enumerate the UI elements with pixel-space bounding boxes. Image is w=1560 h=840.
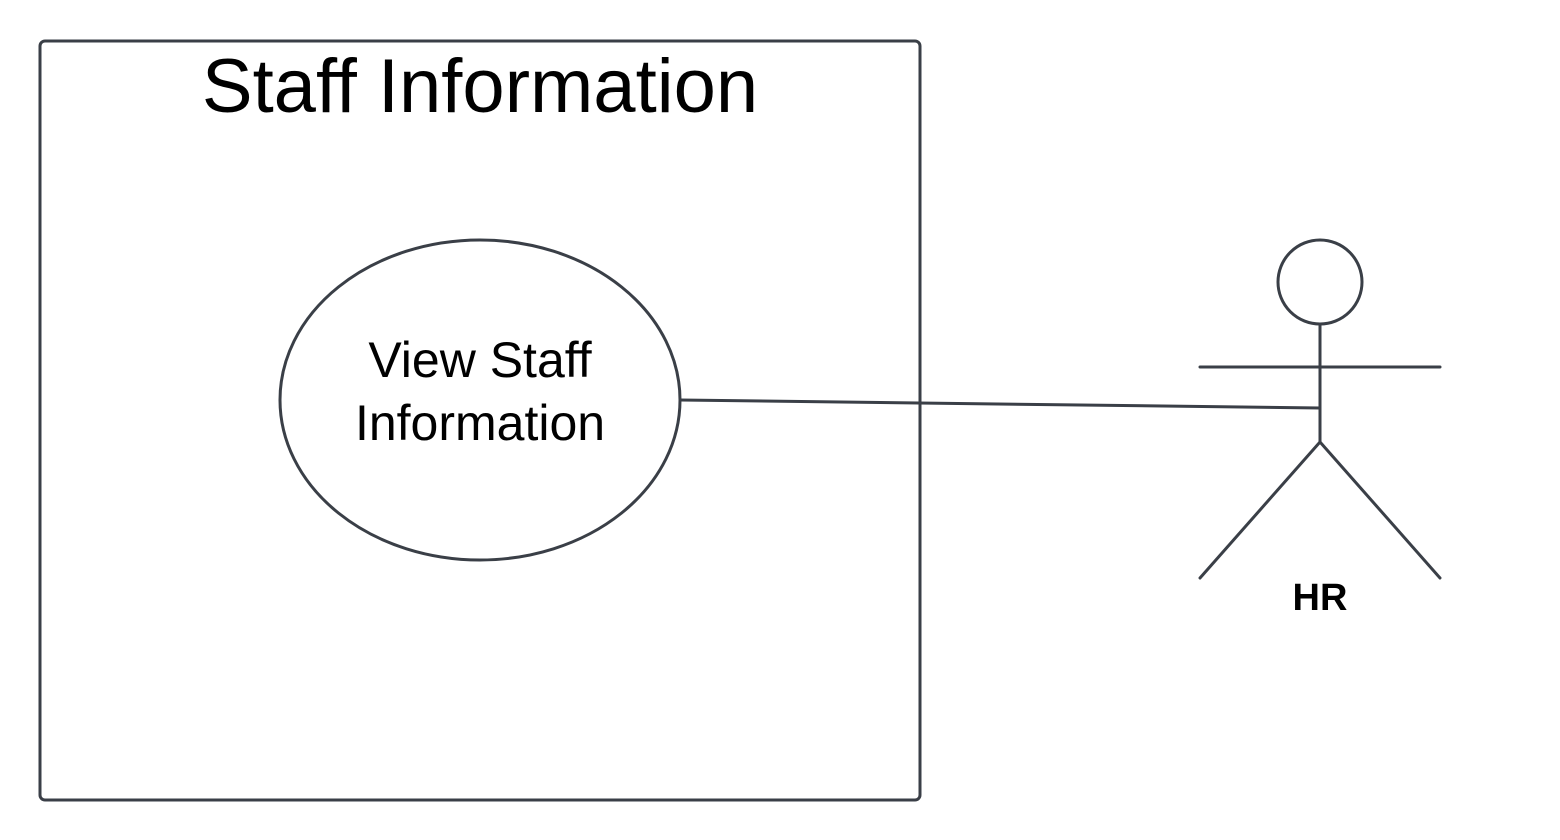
actor-name: HR: [1293, 577, 1348, 619]
stick-figure-icon: [1198, 238, 1442, 580]
actor-hr: HR: [1198, 238, 1442, 619]
use-case-view-staff-information: View Staff Information: [278, 238, 682, 562]
actor-right-leg: [1318, 440, 1442, 580]
system-boundary: Staff Information: [38, 39, 922, 802]
actor-head: [1276, 238, 1364, 326]
use-case-label-line2: Information: [355, 395, 605, 451]
association-line: [678, 398, 1322, 410]
actor-left-leg: [1198, 440, 1322, 580]
system-boundary-box: [38, 39, 922, 802]
use-case-label-line1: View Staff: [368, 332, 591, 388]
use-case-ellipse: [278, 238, 682, 562]
system-boundary-title: Staff Information: [202, 44, 758, 129]
